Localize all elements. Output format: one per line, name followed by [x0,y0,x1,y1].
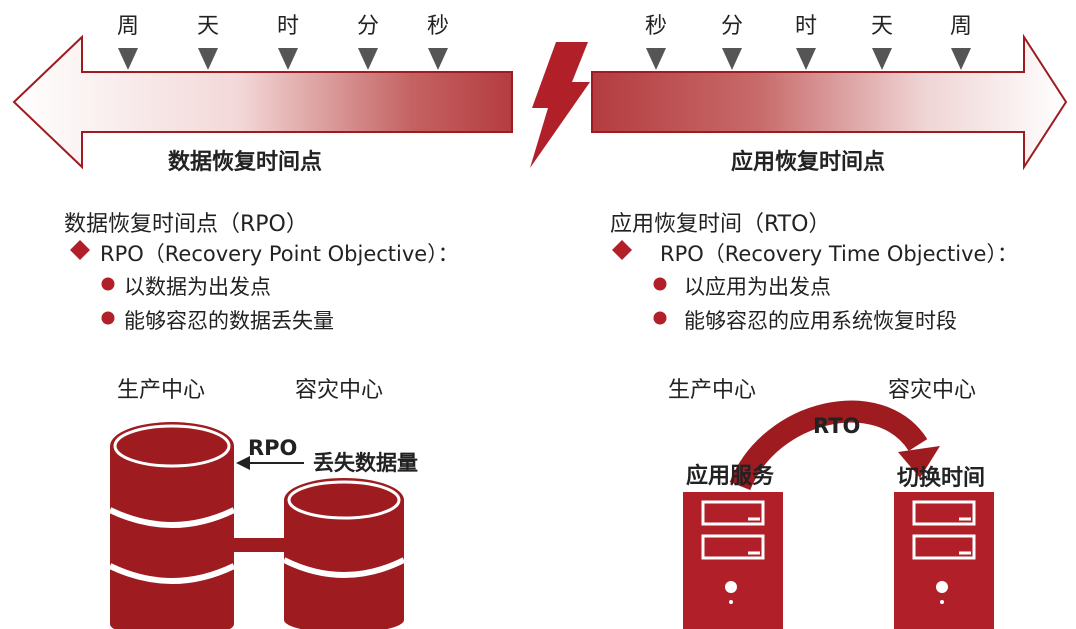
replication-link [234,538,284,552]
production-server-icon [683,492,783,629]
data-loss-label: 丢失数据量 [313,451,418,475]
rto-point: 能够容忍的应用系统恢复时段 [684,309,957,333]
tick-label: 天 [197,14,220,39]
dot-bullet-icon [653,277,667,291]
tick-marker [278,48,298,70]
diamond-bullet-icon [70,240,90,260]
dot-bullet-icon [101,311,115,325]
tick-label: 分 [721,14,744,39]
tick-marker [796,48,816,70]
tick-marker [358,48,378,70]
rpo-definition: RPO（Recovery Point Objective）： [100,242,459,266]
tick-label: 时 [277,14,300,39]
rpo-arrow [236,456,304,470]
rto-curved-arrow [729,400,940,491]
dot-bullet-icon [653,311,667,325]
lightning-icon [530,42,590,168]
tick-marker [872,48,892,70]
dot-bullet-icon [101,277,115,291]
tick-marker [646,48,666,70]
production-database-icon [108,422,236,629]
rpo-production-label: 生产中心 [117,378,206,403]
tick-label: 秒 [427,14,450,39]
rpo-point: 以数据为出发点 [124,275,271,299]
tick-label: 秒 [645,14,668,39]
rto-production-label: 生产中心 [668,378,757,403]
switch-time-label: 切换时间 [897,466,986,491]
tick-marker [951,48,971,70]
rpo-heading: 数据恢复时间点（RPO） [64,212,308,237]
app-service-label: 应用服务 [686,464,775,489]
tick-label: 周 [117,14,140,39]
disaster-database-icon [282,478,406,629]
tick-marker [198,48,218,70]
rpo-arrow-label: RPO [248,436,298,460]
rpo-disaster-label: 容灾中心 [295,378,384,403]
right-timeline-label: 应用恢复时间点 [731,150,886,175]
tick-marker [722,48,742,70]
tick-label: 分 [357,14,380,39]
tick-label: 天 [871,14,894,39]
tick-label: 周 [950,14,973,39]
rto-arrow-label: RTO [813,414,861,438]
disaster-server-icon [894,492,994,629]
tick-label: 时 [795,14,818,39]
rto-point: 以应用为出发点 [684,275,831,299]
rto-disaster-label: 容灾中心 [888,378,977,403]
left-timeline-label: 数据恢复时间点 [168,150,323,175]
rto-heading: 应用恢复时间（RTO） [610,212,831,237]
diamond-bullet-icon [612,240,632,260]
tick-marker [428,48,448,70]
rpo-point: 能够容忍的数据丢失量 [124,309,334,333]
left-timeline-arrow [12,34,513,170]
right-timeline-arrow [591,33,1068,171]
rto-definition: RPO（Recovery Time Objective）： [660,242,1018,266]
tick-marker [118,48,138,70]
